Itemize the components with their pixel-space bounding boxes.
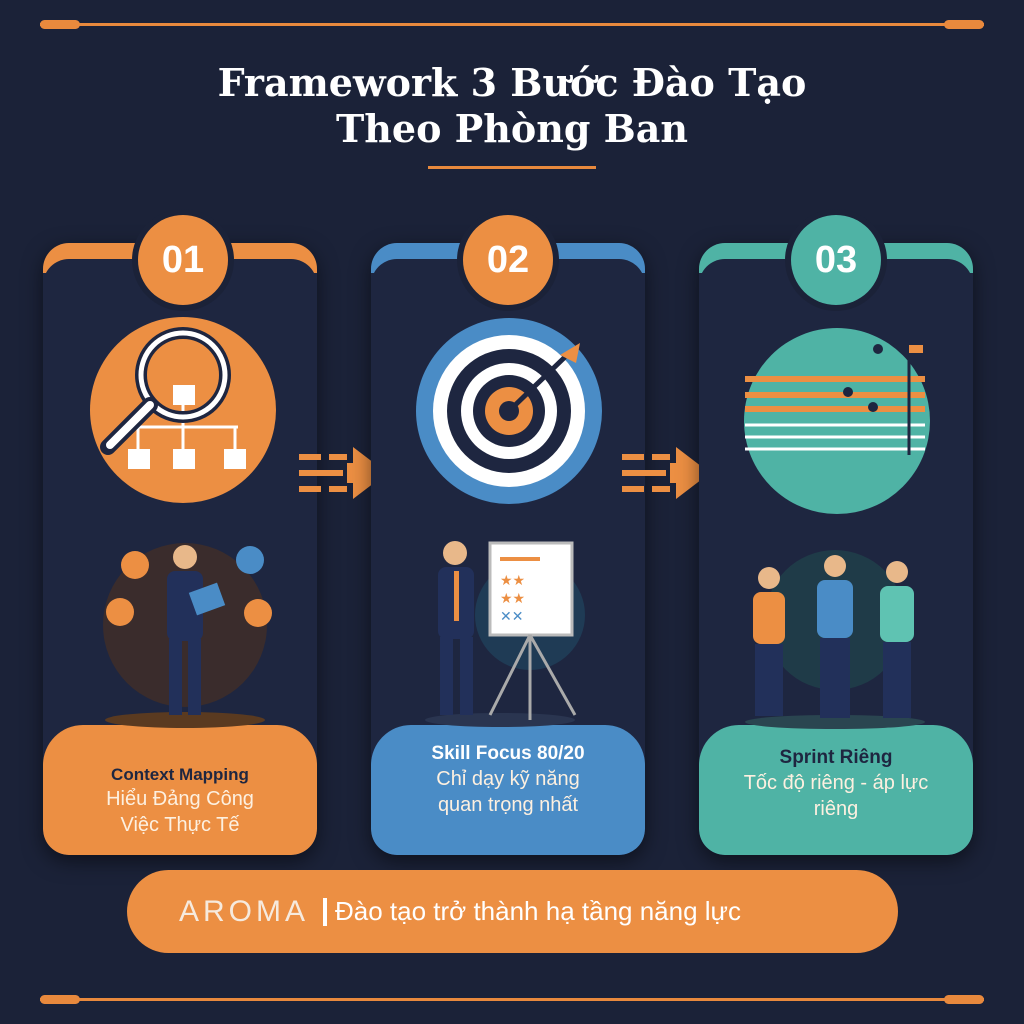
step-3-badge: 03 <box>791 215 881 305</box>
step-1-desc-2: Việc Thực Tế <box>120 814 240 836</box>
bottom-divider <box>40 995 984 1004</box>
step-2-desc-2: quan trọng nhất <box>437 794 579 816</box>
title-line-2: Theo Phòng Ban <box>335 106 688 151</box>
step-2-desc-1: Chỉ dạy kỹ năng <box>436 768 580 790</box>
step-3-heading: Sprint Riêng <box>779 747 893 768</box>
team-celebrating-illustration <box>745 550 925 729</box>
svg-text:★★: ★★ <box>500 572 525 588</box>
title-line-1: Framework 3 Bước Đào Tạo <box>217 60 807 105</box>
svg-text:✕✕: ✕✕ <box>500 608 523 624</box>
banner-slogan: Đào tạo trở thành hạ tầng năng lực <box>335 896 741 926</box>
step-1-footer: Context Mapping Hiểu Đảng Công Việc Thực… <box>43 725 317 855</box>
step-1-heading: Context Mapping <box>111 765 249 784</box>
step-2-badge: 02 <box>463 215 553 305</box>
step-2-footer: Skill Focus 80/20 Chỉ dạy kỹ năng quan t… <box>371 725 645 855</box>
step-3-desc-1: Tốc độ riêng - áp lực <box>743 772 929 794</box>
svg-text:★★: ★★ <box>500 590 525 606</box>
step-3-footer: Sprint Riêng Tốc độ riêng - áp lực riêng <box>699 725 973 855</box>
magnifier-org-chart-icon <box>90 317 276 503</box>
step-1-badge: 01 <box>138 215 228 305</box>
arrow-right-icon <box>622 447 710 499</box>
step-2-heading: Skill Focus 80/20 <box>431 743 585 764</box>
top-divider <box>40 20 984 29</box>
brand-banner: AROMA Đào tạo trở thành hạ tầng năng lực <box>127 870 898 953</box>
step-3-desc-2: riêng <box>813 798 859 820</box>
manager-with-clipboard-illustration <box>103 543 272 728</box>
brand-name: AROMA <box>179 894 310 928</box>
arrow-right-icon <box>299 447 387 499</box>
target-bullseye-icon <box>416 318 602 504</box>
banner-separator <box>323 897 328 926</box>
step-1-desc-1: Hiểu Đảng Công <box>106 788 254 810</box>
sprint-race-track-icon <box>744 328 930 514</box>
title-underline <box>428 166 596 169</box>
presenter-with-flipchart-illustration: ★★ ★★ ✕✕ <box>425 541 585 727</box>
page-title: Framework 3 Bước Đào Tạo Theo Phòng Ban <box>0 60 1024 152</box>
